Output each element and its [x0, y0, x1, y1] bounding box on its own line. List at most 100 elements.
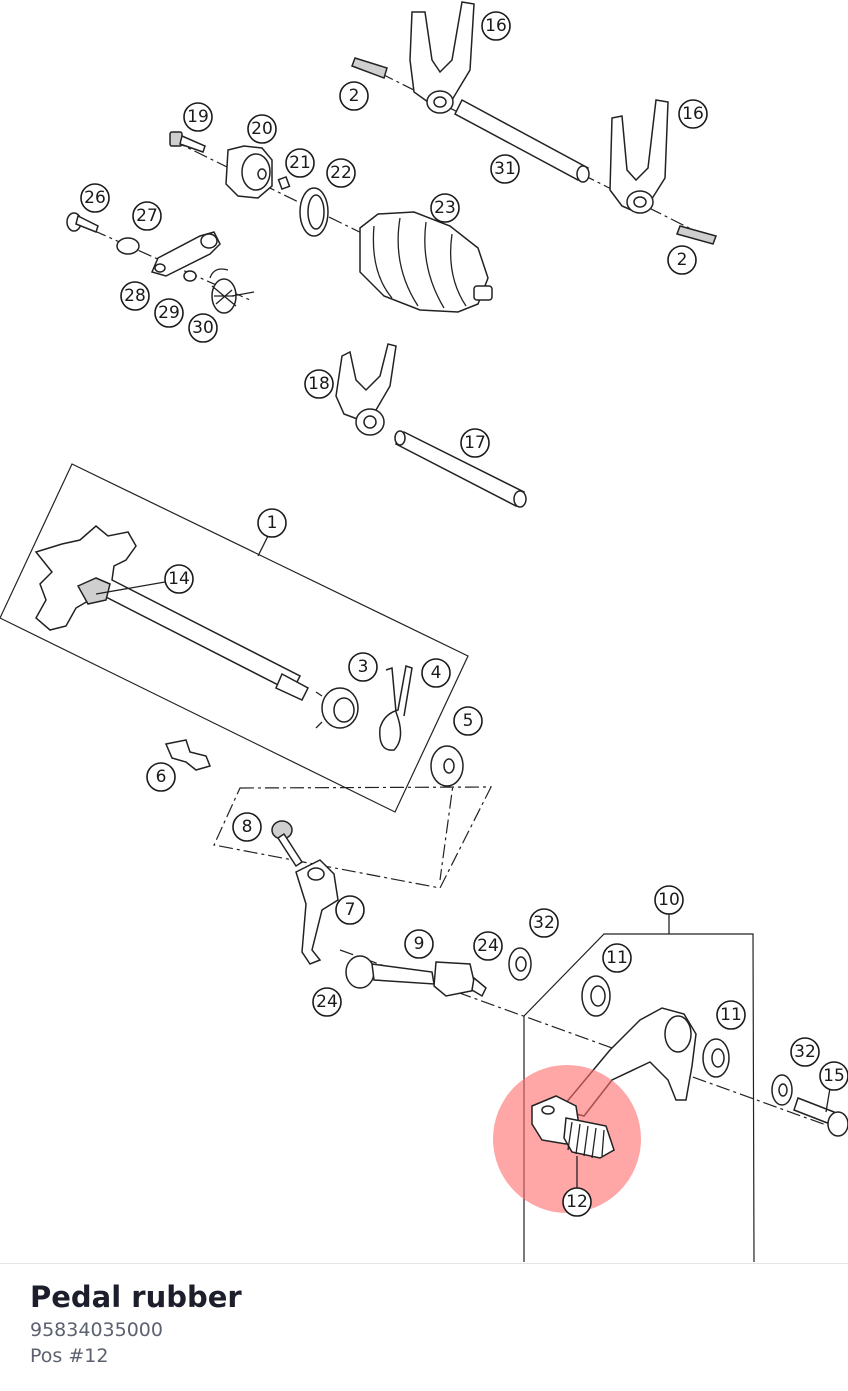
- svg-text:27: 27: [136, 206, 158, 226]
- spring-4: [379, 665, 413, 751]
- svg-text:24: 24: [316, 992, 338, 1012]
- callout-17[interactable]: 17: [460, 428, 490, 458]
- callout-11[interactable]: 11: [716, 1000, 746, 1030]
- pin-21: [277, 175, 291, 191]
- pin-6: [164, 739, 212, 771]
- svg-text:5: 5: [463, 711, 474, 731]
- svg-text:17: 17: [464, 433, 486, 453]
- svg-text:8: 8: [242, 817, 253, 837]
- svg-text:6: 6: [156, 767, 167, 787]
- callout-27[interactable]: 27: [132, 201, 162, 231]
- shift-lever-7: [295, 859, 339, 965]
- svg-text:16: 16: [682, 104, 704, 124]
- callout-24[interactable]: 24: [473, 931, 503, 961]
- spring-2-right: [676, 225, 717, 245]
- shift-star-20: [225, 145, 273, 199]
- callout-26[interactable]: 26: [80, 183, 110, 213]
- callout-2[interactable]: 2: [339, 81, 369, 111]
- svg-text:32: 32: [533, 913, 555, 933]
- svg-text:31: 31: [494, 159, 516, 179]
- callout-31[interactable]: 31: [490, 154, 520, 184]
- axis-line: [439, 769, 456, 881]
- svg-text:12: 12: [566, 1192, 588, 1212]
- svg-text:7: 7: [345, 900, 356, 920]
- part-position: Pos #12: [30, 1345, 109, 1367]
- svg-text:4: 4: [431, 663, 442, 683]
- callout-22[interactable]: 22: [326, 158, 356, 188]
- callout-14[interactable]: 14: [164, 564, 194, 594]
- svg-text:11: 11: [606, 948, 628, 968]
- callout-18[interactable]: 18: [304, 369, 334, 399]
- washer-32-left: [508, 947, 532, 981]
- pedal-rubber-12[interactable]: [531, 1095, 615, 1159]
- bolt-15: [793, 1097, 848, 1137]
- callout-6[interactable]: 6: [146, 762, 176, 792]
- shift-rod-9: [345, 955, 487, 998]
- callout-1[interactable]: 1: [257, 508, 287, 538]
- washer-32-right: [771, 1074, 793, 1106]
- svg-text:11: 11: [720, 1005, 742, 1025]
- bearing-22: [299, 187, 329, 237]
- callout-30[interactable]: 30: [188, 313, 218, 343]
- callout-12[interactable]: 12: [562, 1187, 592, 1217]
- svg-text:9: 9: [414, 934, 425, 954]
- svg-text:26: 26: [84, 188, 106, 208]
- svg-text:29: 29: [158, 303, 180, 323]
- svg-text:19: 19: [187, 107, 209, 127]
- svg-text:32: 32: [794, 1042, 816, 1062]
- svg-text:3: 3: [358, 657, 369, 677]
- shift-lever-27: [150, 231, 221, 277]
- washer-5: [430, 745, 464, 787]
- svg-text:16: 16: [485, 16, 507, 36]
- callout-9[interactable]: 9: [404, 929, 434, 959]
- shift-drum-23: [359, 211, 493, 313]
- shift-shaft-1: [34, 525, 309, 701]
- svg-text:15: 15: [823, 1066, 845, 1086]
- shift-fork-top-right: [609, 99, 669, 214]
- svg-text:1: 1: [267, 513, 278, 533]
- shift-fork-18: [335, 343, 397, 436]
- svg-text:24: 24: [477, 936, 499, 956]
- callout-5[interactable]: 5: [453, 706, 483, 736]
- part-number: 95834035000: [30, 1319, 163, 1341]
- bearing-11-lower: [702, 1038, 730, 1078]
- callout-11[interactable]: 11: [602, 943, 632, 973]
- callout-20[interactable]: 20: [247, 114, 277, 144]
- callout-15[interactable]: 15: [819, 1061, 848, 1091]
- callout-19[interactable]: 19: [183, 102, 213, 132]
- axis-line: [69, 219, 251, 301]
- callout-8[interactable]: 8: [232, 812, 262, 842]
- washer-28: [183, 270, 197, 282]
- callout-16[interactable]: 16: [481, 11, 511, 41]
- shift-fork-top-left: [409, 1, 475, 114]
- fork-shaft-31: [454, 98, 590, 183]
- svg-text:18: 18: [308, 374, 330, 394]
- svg-text:30: 30: [192, 318, 214, 338]
- callout-23[interactable]: 23: [430, 193, 460, 223]
- callout-3[interactable]: 3: [348, 652, 378, 682]
- svg-text:22: 22: [330, 163, 352, 183]
- svg-text:14: 14: [168, 569, 190, 589]
- callout-7[interactable]: 7: [335, 895, 365, 925]
- exploded-parts-diagram: 16 16 2 2 31 19 20 21 22 23 26 27 28 29 …: [0, 1, 848, 1262]
- callout-28[interactable]: 28: [120, 281, 150, 311]
- callout-4[interactable]: 4: [421, 658, 451, 688]
- shift-pawl-3: [315, 687, 359, 729]
- bearing-11-upper: [581, 975, 611, 1017]
- callout-24[interactable]: 24: [312, 987, 342, 1017]
- bolt-19: [169, 131, 206, 153]
- spring-2-top: [351, 57, 388, 79]
- callout-32[interactable]: 32: [790, 1037, 820, 1067]
- svg-text:2: 2: [677, 250, 688, 270]
- fork-shaft-17: [394, 430, 527, 508]
- callout-16[interactable]: 16: [678, 99, 708, 129]
- spring-30: [209, 268, 255, 314]
- callout-29[interactable]: 29: [154, 298, 184, 328]
- svg-text:10: 10: [658, 890, 680, 910]
- part-info-panel: Pedal rubber 95834035000 Pos #12: [0, 1263, 848, 1391]
- svg-text:28: 28: [124, 286, 146, 306]
- callout-21[interactable]: 21: [285, 148, 315, 178]
- callout-2[interactable]: 2: [667, 245, 697, 275]
- callout-32[interactable]: 32: [529, 908, 559, 938]
- callout-10[interactable]: 10: [654, 885, 684, 915]
